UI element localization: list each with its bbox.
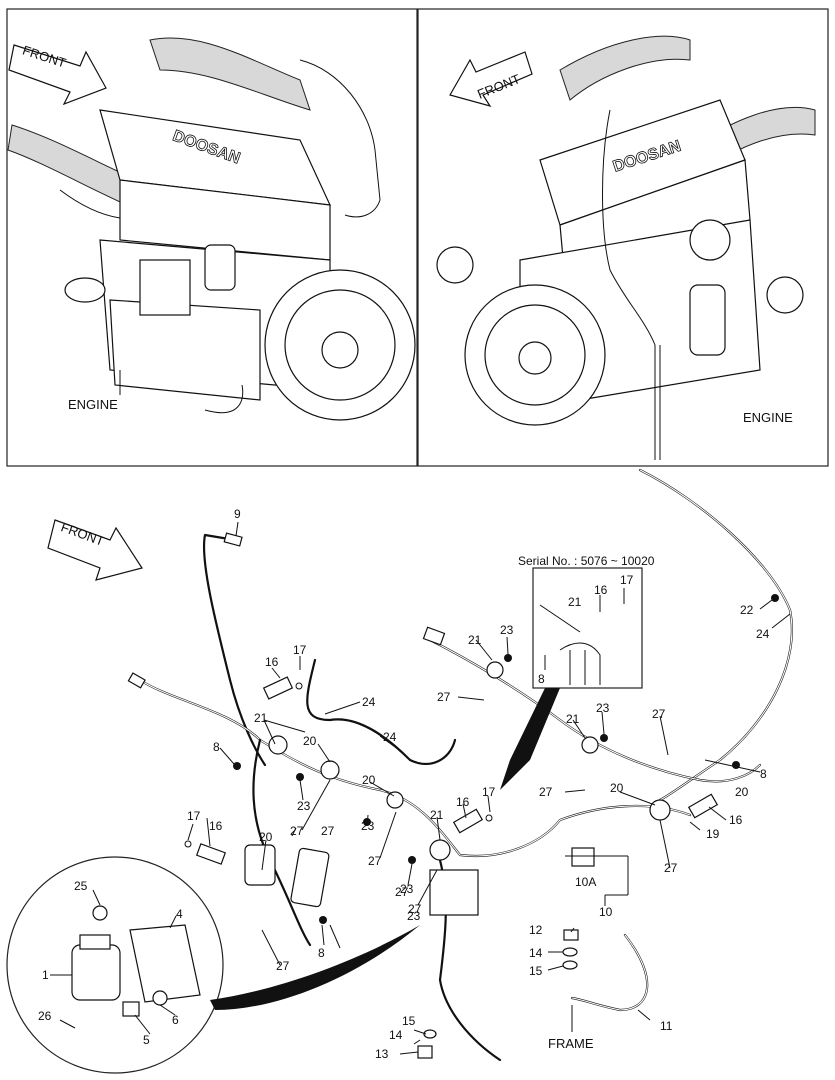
callout-27: 27 [321, 824, 335, 838]
callout-21: 21 [566, 712, 580, 726]
callout-8: 8 [760, 767, 767, 781]
ground-strap [570, 933, 649, 1012]
callout-17: 17 [293, 643, 307, 657]
callout-23: 23 [400, 882, 414, 896]
callout-8: 8 [318, 946, 325, 960]
callout-27: 27 [276, 959, 290, 973]
callout-16: 16 [265, 655, 279, 669]
callout-23: 23 [407, 909, 421, 923]
left-engine-label: ENGINE [68, 397, 118, 412]
callout-17: 17 [482, 785, 496, 799]
left-engine-illustration: DOOSAN [7, 37, 416, 421]
callout-8: 8 [538, 672, 545, 686]
callout-1: 1 [42, 968, 49, 982]
callout-6: 6 [172, 1013, 179, 1027]
callout-21: 21 [254, 711, 268, 725]
callout-17: 17 [187, 809, 201, 823]
callout-16: 16 [456, 795, 470, 809]
frame-label: FRAME [548, 1036, 594, 1051]
callout-21: 21 [430, 808, 444, 822]
callout-22: 22 [740, 603, 754, 617]
callout-27: 27 [664, 861, 678, 875]
callout-10: 10 [599, 905, 613, 919]
callout-4: 4 [176, 907, 183, 921]
callout-17: 17 [620, 573, 634, 587]
callout-20: 20 [735, 785, 749, 799]
callout-14: 14 [529, 946, 543, 960]
leader-lines [50, 521, 791, 1055]
callout-20: 20 [610, 781, 624, 795]
callout-21: 21 [468, 633, 482, 647]
callout-13: 13 [375, 1047, 389, 1061]
callout-11: 11 [660, 1019, 673, 1033]
callout-23: 23 [297, 799, 311, 813]
callout-27: 27 [395, 885, 409, 899]
callout-19: 19 [706, 827, 720, 841]
callout-27: 27 [290, 824, 304, 838]
callout-20: 20 [362, 773, 376, 787]
front-arrow-main: FRONT [47, 519, 143, 581]
callout-24: 24 [362, 695, 376, 709]
callout-24: 24 [756, 627, 770, 641]
callout-15: 15 [529, 964, 543, 978]
right-engine-label: ENGINE [743, 410, 793, 425]
callout-23: 23 [361, 819, 375, 833]
callout-27: 27 [437, 690, 451, 704]
callout-14: 14 [389, 1028, 403, 1042]
right-engine-illustration: DOOSAN [436, 35, 816, 460]
callout-8: 8 [213, 740, 220, 754]
branch-harness [306, 658, 457, 765]
callout-27: 27 [652, 707, 666, 721]
callout-15: 15 [402, 1014, 416, 1028]
callout-24: 24 [383, 730, 397, 744]
callout-20: 20 [303, 734, 317, 748]
callout-27: 27 [408, 902, 422, 916]
sensor-cable [202, 533, 267, 767]
callout-9: 9 [234, 507, 241, 521]
callout-25: 25 [74, 879, 88, 893]
callout-12: 12 [529, 923, 543, 937]
callout-20: 20 [259, 830, 273, 844]
callout-27: 27 [539, 785, 553, 799]
callout-23: 23 [596, 701, 610, 715]
callout-10A: 10A [575, 875, 596, 889]
callouts: 9 16 17 21 24 24 8 20 23 20 27 27 23 27 … [38, 507, 770, 1061]
callout-16: 16 [594, 583, 608, 597]
callout-16: 16 [209, 819, 223, 833]
serial-note: Serial No. : 5076 ~ 10020 [518, 554, 655, 568]
callout-26: 26 [38, 1009, 52, 1023]
callout-27: 27 [368, 854, 382, 868]
callout-16: 16 [729, 813, 743, 827]
callout-5: 5 [143, 1033, 150, 1047]
callout-21: 21 [568, 595, 582, 609]
callout-23: 23 [500, 623, 514, 637]
